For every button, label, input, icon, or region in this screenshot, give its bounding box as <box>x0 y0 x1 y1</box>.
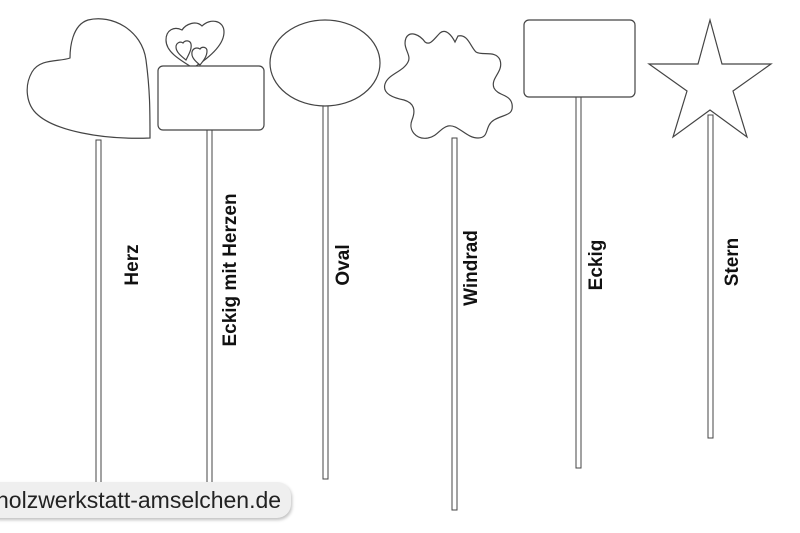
pinwheel-shape <box>383 30 513 139</box>
rect-hearts-stick <box>206 127 213 489</box>
stake-oval: Oval <box>269 19 381 480</box>
stake-heart: Herz <box>26 18 151 489</box>
oval-stick <box>322 103 329 480</box>
star-stick <box>707 114 714 439</box>
label-herz: Herz <box>122 244 143 285</box>
label-eckig: Eckig <box>586 240 607 291</box>
heart-shape <box>26 18 151 139</box>
label-stern: Stern <box>722 238 743 287</box>
oval-shape <box>269 19 381 107</box>
heart-stick <box>95 139 102 489</box>
small-heart-right <box>191 46 208 66</box>
stake-rectangle: Eckig <box>523 19 636 469</box>
star-shape <box>647 17 773 139</box>
rect-stick <box>575 95 582 469</box>
small-heart-left <box>175 40 192 61</box>
label-oval: Oval <box>333 244 354 285</box>
stake-star: Stern <box>647 17 773 439</box>
pinwheel-stick <box>451 137 458 511</box>
watermark-text: holzwerkstatt-amselchen.de <box>0 482 292 518</box>
rect-hearts-sign <box>157 65 265 131</box>
top-heart-shape <box>165 20 225 69</box>
stake-rectangle-with-hearts: Eckig mit Herzen <box>157 20 265 489</box>
rect-sign <box>523 19 636 98</box>
label-windrad: Windrad <box>461 230 482 306</box>
stake-pinwheel: Windrad <box>383 30 513 511</box>
label-eckig-mit-herzen: Eckig mit Herzen <box>220 193 241 346</box>
